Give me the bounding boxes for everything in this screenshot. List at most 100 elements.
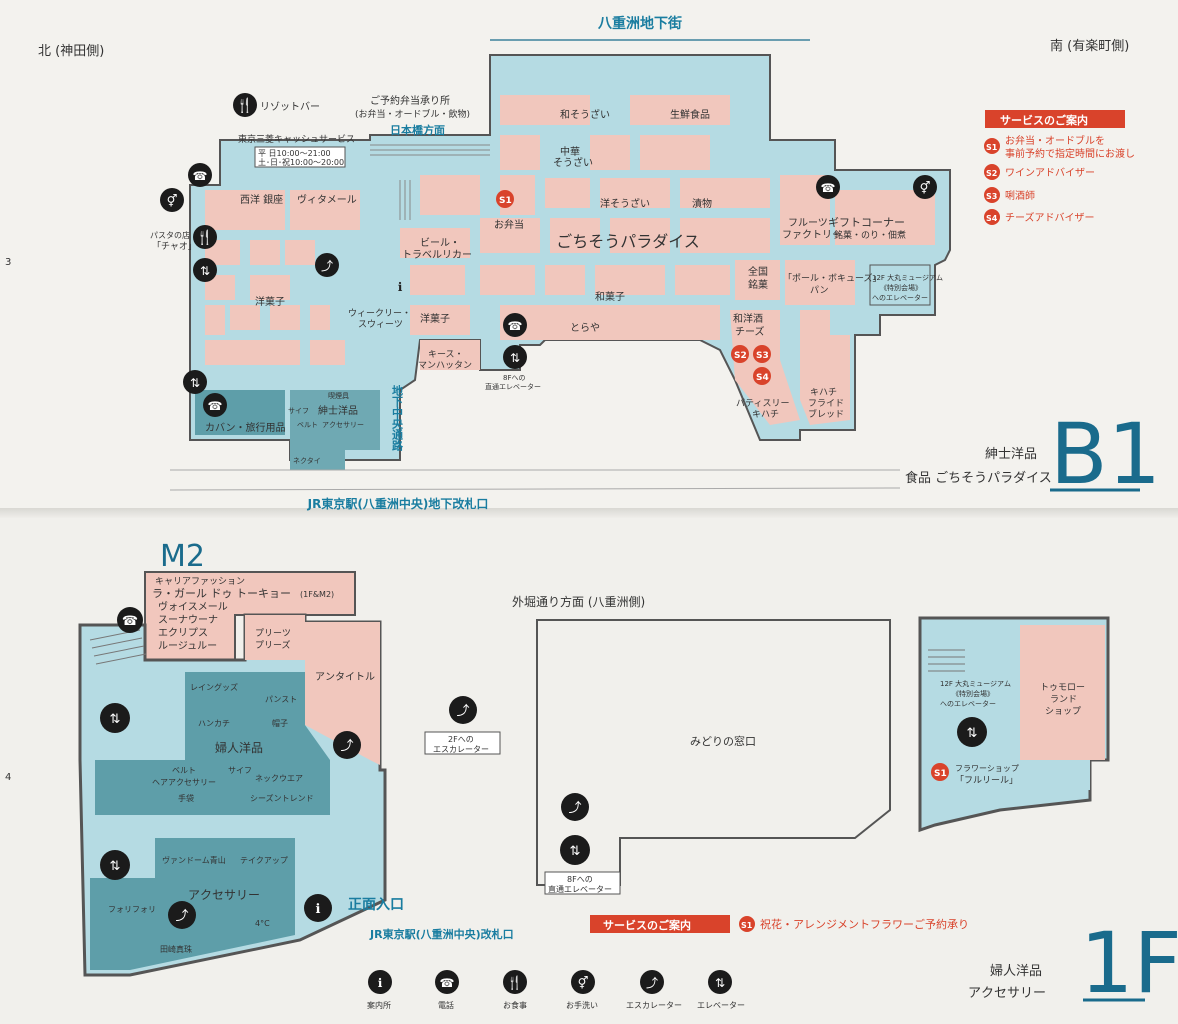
phone-icon: ☎ — [203, 393, 227, 417]
b1-top-street: 八重洲地下街 — [597, 15, 682, 32]
b1-atm-hours2: 土･日･祝10:00～20:00 — [258, 157, 344, 167]
b1-icons: 🍴 ☎ ⚥ 🍴 ⇅ ⤴ ℹ ⇅ ☎ ☎ ⇅ ☎ ⚥ — [160, 93, 937, 417]
store-shinshi: 紳士洋品 — [318, 404, 358, 417]
f1-flower2: 「フルリール」 — [955, 775, 1018, 786]
b1-bento-sub: (お弁当・オードブル・飲物) — [355, 108, 470, 120]
f1-untitled-store — [305, 622, 380, 765]
store-wayoshu: 和洋酒 — [733, 312, 763, 325]
elevator-icon: ⇅ — [100, 703, 130, 733]
b1-service-title: サービスのご案内 — [1000, 113, 1088, 127]
b1-museum2: 《特別会場》 — [880, 283, 922, 292]
pleats-store — [245, 615, 305, 660]
legend-phone-label: 電話 — [438, 1000, 454, 1010]
elevator-icon: ⇅ — [560, 835, 590, 865]
svg-text:⇅: ⇅ — [715, 976, 725, 990]
dining-icon: 🍴 — [193, 225, 217, 249]
store-seisen: 生鮮食品 — [670, 108, 710, 121]
svg-text:⇅: ⇅ — [510, 351, 520, 365]
store-bread: ブレッド — [808, 408, 844, 420]
f1-sotobori: 外堀通り方面 (八重洲側) — [512, 594, 645, 609]
f1-fujin: 婦人洋品 — [215, 740, 263, 755]
b1-nihonbashi-label: 日本橋方面 — [390, 123, 445, 137]
store-necktie: ネクタイ — [293, 456, 321, 465]
b1-atm-title: 東京三菱キャッシュサービス — [238, 133, 355, 145]
f1-belt: ベルト — [172, 766, 196, 775]
f1-store-labels: レイングッズ パンスト ハンカチ 帽子 婦人洋品 ベルト ヘアアクセサリー サイ… — [108, 682, 314, 954]
store-pasta1: パスタの店 — [150, 230, 190, 240]
b1-service-markers: S1 S2 S3 S4 — [496, 190, 771, 385]
s4-marker-label: S4 — [756, 373, 769, 383]
m2-vois: ヴォイスメール — [158, 600, 228, 613]
f1-season: シーズントレンド — [250, 793, 314, 803]
svg-text:☎: ☎ — [821, 181, 836, 195]
svg-text:⤴: ⤴ — [568, 801, 581, 816]
m2-eclipse: エクリプス — [158, 627, 208, 639]
map-legend: ℹ 案内所 ☎ 電話 🍴 お食事 ⚥ お手洗い ⤴ エスカレーター ⇅ エレベー… — [367, 970, 745, 1010]
svg-text:⤴: ⤴ — [175, 909, 188, 924]
f1-shomen: 正面入口 — [348, 897, 404, 913]
svg-text:⇅: ⇅ — [190, 376, 200, 390]
restroom-icon: ⚥ — [160, 188, 184, 212]
svg-text:⚥: ⚥ — [167, 194, 178, 208]
svg-text:⇅: ⇅ — [200, 264, 210, 278]
svg-text:⤴: ⤴ — [456, 704, 469, 719]
f1-elev8f2: 直通エレベーター — [548, 884, 612, 894]
legend-escalator-icon: ⤴ — [640, 970, 664, 994]
store-toraya: とらや — [570, 322, 600, 334]
b1-resort-bar: リゾットバー — [260, 101, 320, 113]
f1-midori: みどりの窓口 — [690, 734, 756, 748]
legend-escalator-label: エスカレーター — [626, 1001, 682, 1010]
store-factory: ファクトリー — [782, 229, 842, 241]
f1-pleats2: プリーズ — [255, 639, 291, 651]
b1-svc2-text: ワインアドバイザー — [1005, 167, 1095, 179]
b1-elev8f1: 8Fへの — [503, 374, 525, 382]
f1-museum2: 《特別会場》 — [952, 689, 994, 698]
b1-north-label: 北 (神田側) — [38, 44, 104, 59]
b1-atm-hours1: 平 日10:00～21:00 — [258, 149, 331, 158]
restroom-icon: ⚥ — [913, 175, 937, 199]
b1-svc3-tag: S3 — [986, 192, 997, 201]
m2-title: M2 — [160, 539, 205, 574]
store-travel-liquor: トラベルリカー — [402, 249, 472, 261]
store-cheese: チーズ — [735, 325, 765, 338]
svg-text:☎: ☎ — [193, 169, 208, 183]
svg-text:ℹ: ℹ — [378, 976, 383, 990]
f1-rainy: レイングッズ — [190, 682, 238, 692]
store-pan: パン — [810, 285, 828, 296]
b1-svc1-text2: 事前予約で指定時間にお渡し — [1005, 147, 1135, 160]
store-obento: お弁当 — [494, 218, 524, 231]
elevator-icon: ⇅ — [183, 370, 207, 394]
store-accessory: アクセサリー — [322, 421, 364, 429]
m2-career: キャリアファッション — [155, 577, 245, 587]
f1-tomorrow1: トゥモロー — [1040, 683, 1085, 693]
b1-paradise-label: ごちそうパラダイス — [556, 232, 700, 251]
b1-svc4-tag: S4 — [986, 214, 998, 223]
store-paul-bocuse: 「ポール・ボキューズ」 — [783, 272, 882, 284]
s2-marker-label: S2 — [734, 351, 747, 361]
store-zenkoku: 全国 — [748, 265, 768, 278]
b1-floor-cat1: 紳士洋品 — [985, 447, 1037, 462]
midori-area — [536, 619, 891, 886]
store-belt: ベルト — [297, 421, 318, 429]
phone-icon: ☎ — [117, 607, 143, 633]
store-glasses: 喫煙具 — [328, 391, 349, 400]
f1-esc2f1: 2Fへの — [448, 735, 474, 744]
f1-icons: ☎ ⇅ ⤴ ⤴ ⇅ ⤴ ℹ ⤴ ⇅ ⇅ — [100, 607, 987, 929]
dining-icon: 🍴 — [233, 93, 257, 117]
store-chuka: 中華 — [560, 145, 580, 158]
f1-pleats1: プリーツ — [255, 628, 291, 639]
legend-elevator-icon: ⇅ — [708, 970, 732, 994]
b1-museum1: 12F 大丸ミュージアム — [872, 273, 943, 282]
f1-museum3: へのエレベーター — [940, 699, 996, 708]
page-fold — [0, 508, 1178, 518]
svg-text:⇅: ⇅ — [110, 859, 121, 874]
svg-text:☎: ☎ — [508, 319, 523, 333]
s1-marker — [496, 190, 514, 208]
b1-svc3-text: 唎酒師 — [1005, 189, 1035, 202]
phone-icon: ☎ — [188, 163, 212, 187]
f1-s1-marker-label: S1 — [934, 769, 947, 779]
f1-fourc: 4°C — [255, 919, 270, 928]
m2-suna: スーナウーナ — [158, 614, 218, 626]
store-meika: 銘菓 — [748, 278, 768, 291]
phone-icon: ☎ — [816, 175, 840, 199]
